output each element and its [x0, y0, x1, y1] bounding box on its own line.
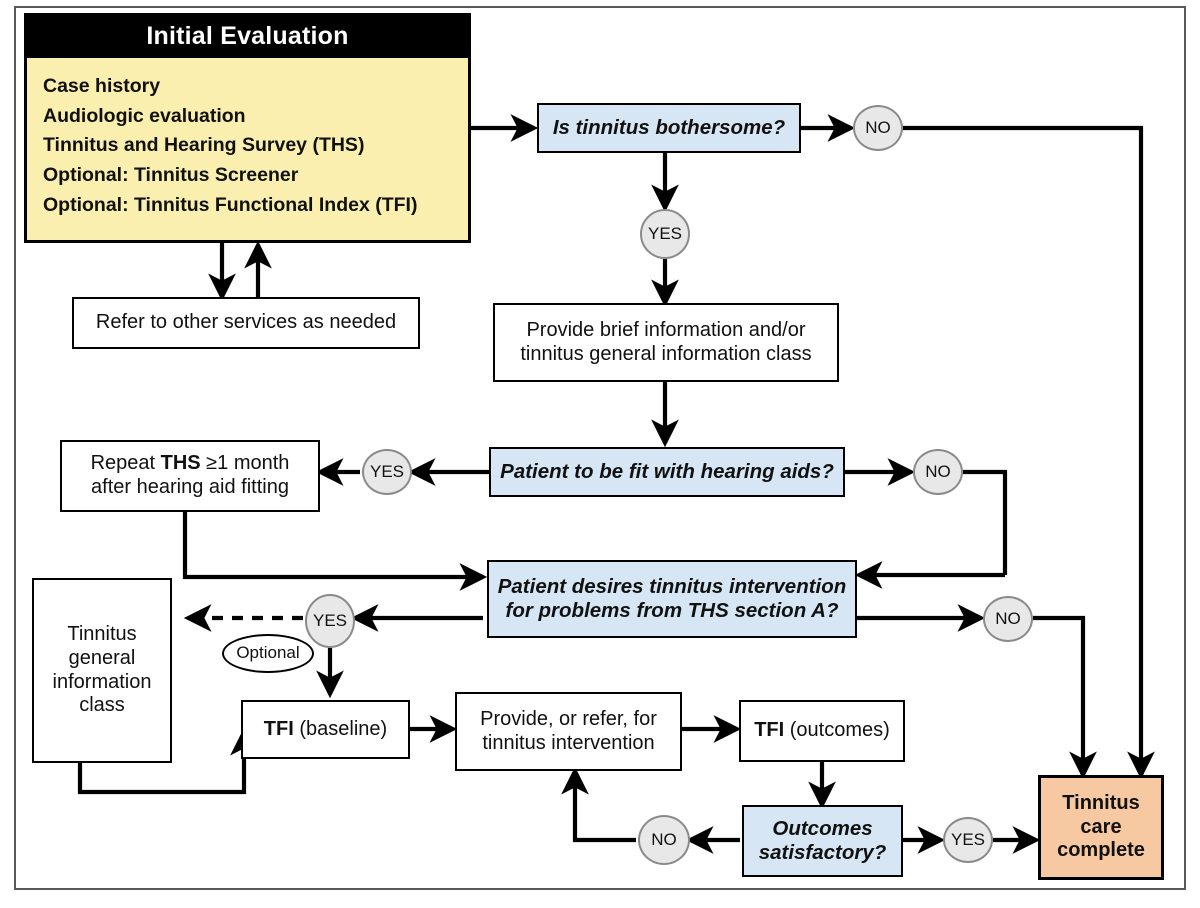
- branch-label: NO: [865, 117, 891, 137]
- branch-yes-bothersome: YES: [640, 209, 690, 259]
- refer-other-services-box: Refer to other services as needed: [72, 297, 420, 349]
- decision-line1: Outcomes: [772, 816, 873, 840]
- optional-annotation-ellipse: Optional: [222, 634, 314, 673]
- branch-label: NO: [995, 608, 1021, 628]
- tfi-outcomes-box: TFI (outcomes): [739, 700, 905, 762]
- initial-evaluation-item: Case history: [43, 75, 161, 97]
- initial-evaluation-item: Tinnitus and Hearing Survey (THS): [43, 134, 365, 157]
- provide-brief-information-box: Provide brief information and/or tinnitu…: [493, 303, 839, 382]
- decision-outcomes-satisfactory: Outcomes satisfactory?: [742, 805, 903, 877]
- initial-evaluation-header: Initial Evaluation: [27, 16, 468, 58]
- branch-no-hearing-aids: NO: [913, 449, 963, 495]
- tgic-line3: information: [52, 670, 152, 693]
- decision-label: Patient to be fit with hearing aids?: [500, 459, 834, 483]
- provide-brief-information-line2: tinnitus general information class: [520, 342, 812, 365]
- repeat-ths-line2: after hearing aid fitting: [91, 476, 289, 498]
- branch-yes-outcomes: YES: [943, 817, 993, 863]
- branch-yes-desires: YES: [305, 594, 355, 648]
- initial-evaluation-item: Optional: Tinnitus Functional Index (TFI…: [43, 193, 418, 216]
- tgic-line4: class: [79, 694, 125, 717]
- tfi-baseline-box: TFI (baseline): [241, 700, 410, 759]
- provide-brief-information-line1: Provide brief information and/or: [526, 318, 806, 341]
- provide-or-refer-line2: tinnitus intervention: [482, 731, 655, 754]
- decision-is-tinnitus-bothersome: Is tinnitus bothersome?: [537, 103, 801, 153]
- branch-label: NO: [651, 829, 677, 849]
- decision-patient-desires-intervention: Patient desires tinnitus intervention fo…: [487, 560, 857, 638]
- branch-yes-hearing-aids: YES: [362, 449, 412, 495]
- branch-label: YES: [950, 829, 986, 849]
- care-complete-line3: complete: [1057, 839, 1145, 862]
- tinnitus-general-information-class-box: Tinnitus general information class: [32, 578, 172, 763]
- tfi-outcomes-label: TFI (outcomes): [754, 719, 890, 742]
- branch-label: YES: [369, 461, 405, 481]
- branch-no-outcomes: NO: [638, 815, 690, 865]
- decision-line2: for problems from THS section A?: [505, 599, 839, 622]
- decision-line2: satisfactory?: [758, 841, 887, 864]
- initial-evaluation-list: Case history Audiologic evaluation Tinni…: [27, 58, 468, 230]
- tgic-line1: Tinnitus: [67, 623, 137, 646]
- initial-evaluation-item: Optional: Tinnitus Screener: [43, 163, 299, 186]
- decision-label: Is tinnitus bothersome?: [552, 115, 786, 139]
- branch-label: YES: [647, 223, 683, 243]
- refer-other-services-label: Refer to other services as needed: [95, 311, 397, 334]
- branch-no-bothersome: NO: [853, 105, 903, 151]
- optional-label: Optional: [236, 643, 300, 663]
- initial-evaluation-box: Initial Evaluation Case history Audiolog…: [24, 13, 471, 243]
- tgic-line2: general: [68, 646, 136, 669]
- branch-label: NO: [925, 461, 951, 481]
- repeat-ths-line1: Repeat THS ≥1 month: [90, 452, 290, 475]
- tinnitus-care-complete-box: Tinnitus care complete: [1038, 775, 1164, 880]
- care-complete-line2: care: [1080, 815, 1122, 838]
- diagram-frame: [14, 6, 1186, 890]
- tfi-baseline-label: TFI (baseline): [263, 717, 388, 740]
- repeat-ths-box: Repeat THS ≥1 month after hearing aid fi…: [60, 440, 320, 512]
- initial-evaluation-item: Audiologic evaluation: [43, 104, 246, 127]
- care-complete-line1: Tinnitus: [1062, 792, 1140, 815]
- decision-hearing-aids: Patient to be fit with hearing aids?: [489, 447, 845, 497]
- decision-line1: Patient desires tinnitus intervention: [497, 574, 847, 598]
- provide-or-refer-line1: Provide, or refer, for: [480, 707, 657, 730]
- provide-or-refer-box: Provide, or refer, for tinnitus interven…: [455, 692, 682, 771]
- branch-label: YES: [312, 610, 348, 630]
- branch-no-desires: NO: [983, 596, 1033, 642]
